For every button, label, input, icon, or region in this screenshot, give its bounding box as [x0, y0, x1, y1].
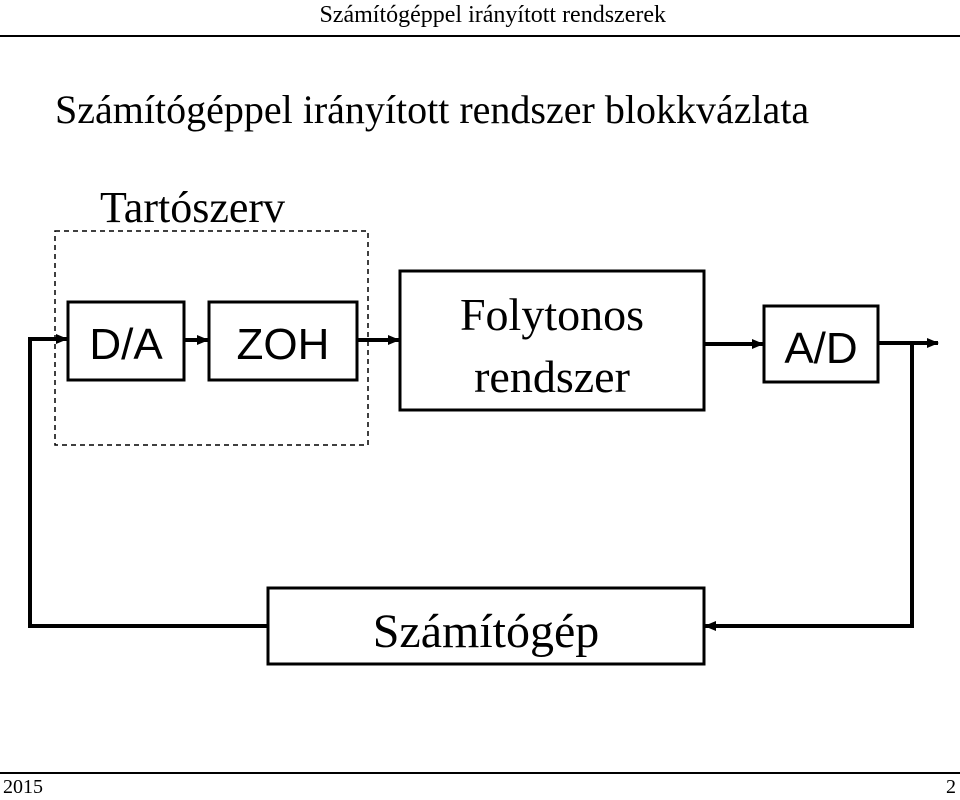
da-block — [66, 300, 186, 382]
zoh-block-label: ZOH — [237, 320, 330, 369]
footer-divider — [0, 772, 960, 774]
computer-block-label: Számítógép — [373, 605, 600, 658]
header-divider — [0, 35, 960, 37]
plant-block-label-line2: rendszer — [474, 351, 630, 402]
plant-block-label-line1: Folytonos — [460, 289, 644, 340]
footer-year: 2015 — [3, 776, 43, 798]
ad-block — [762, 304, 880, 384]
da-block-label: D/A — [89, 320, 163, 369]
arrow-output-to-computer — [704, 343, 914, 631]
ad-block-label: A/D — [784, 324, 857, 373]
computer-block — [266, 586, 706, 666]
slide-title: Számítógéppel irányított rendszer blokkv… — [55, 87, 810, 132]
zoh-block — [207, 300, 359, 382]
arrow-computer-to-da — [28, 334, 268, 628]
header-title: Számítógéppel irányított rendszerek — [319, 2, 666, 28]
page-number: 2 — [946, 776, 956, 798]
holder-group-label: Tartószerv — [100, 183, 285, 232]
plant-block — [398, 269, 706, 412]
slide-header: Számítógéppel irányított rendszerek — [0, 0, 960, 37]
